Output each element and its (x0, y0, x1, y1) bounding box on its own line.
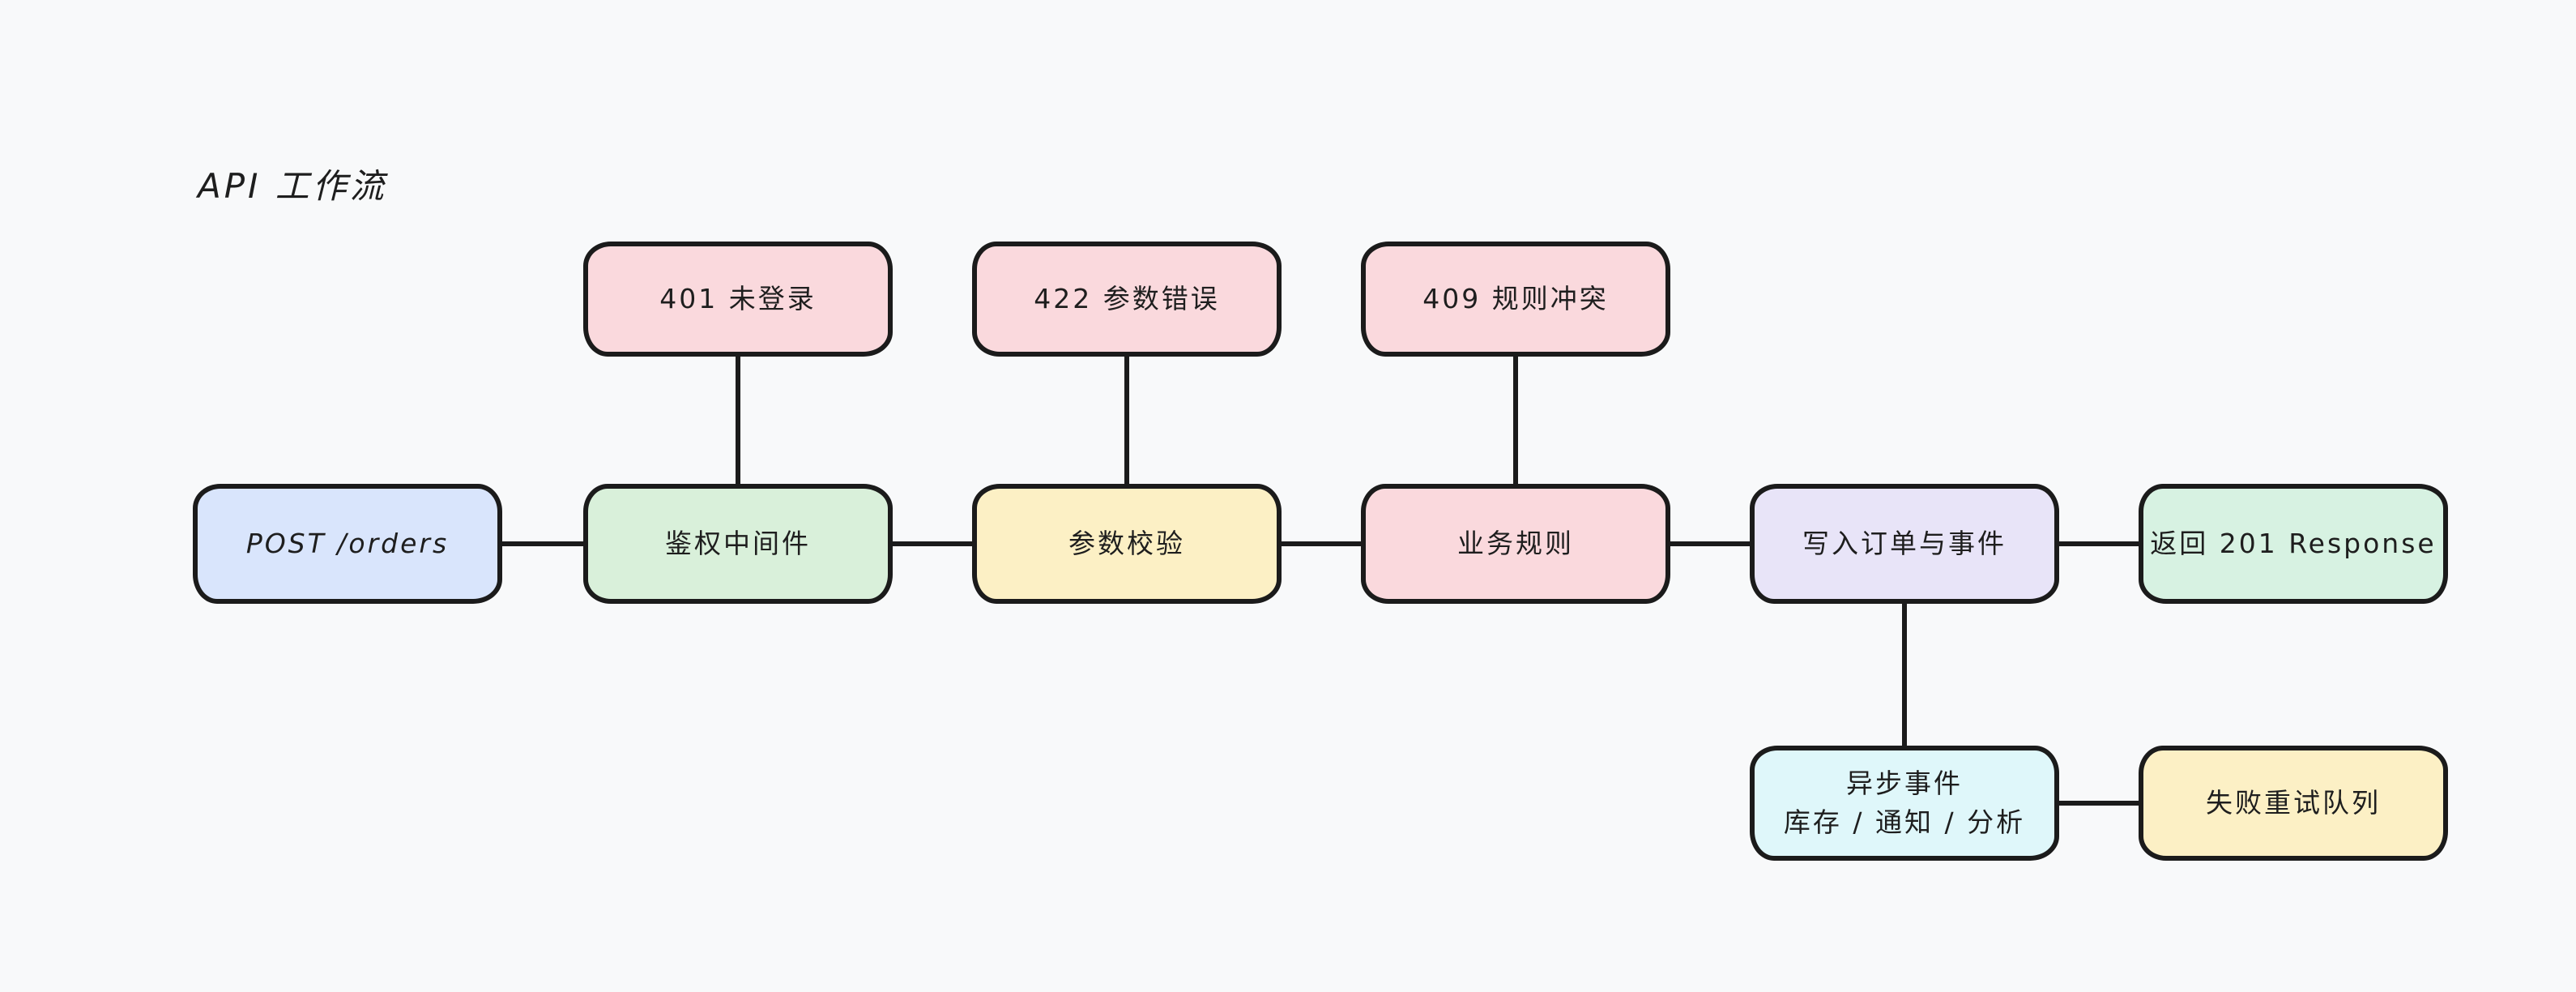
connector-validation-to-422 (1124, 355, 1129, 485)
connector-post-to-auth (501, 541, 585, 546)
connector-auth-to-401 (736, 355, 740, 485)
node-retry-queue-label: 失败重试队列 (2206, 787, 2381, 819)
node-param-validation-label: 参数校验 (1068, 528, 1185, 560)
node-async-events: 异步事件 库存 / 通知 / 分析 (1750, 746, 2059, 861)
node-return-201-response: 返回 201 Response (2139, 484, 2448, 604)
node-error-422: 422 参数错误 (972, 242, 1282, 357)
diagram-title: API 工作流 (198, 166, 387, 206)
node-error-422-label: 422 参数错误 (1034, 283, 1220, 315)
connector-business-to-409 (1513, 355, 1518, 485)
node-async-events-sublabel: 库存 / 通知 / 分析 (1783, 806, 2026, 838)
connector-write-to-async (1902, 602, 1907, 747)
connector-async-to-retry (2058, 801, 2140, 806)
node-async-events-label: 异步事件 (1846, 768, 1963, 800)
node-business-rules: 业务规则 (1361, 484, 1670, 604)
node-error-409: 409 规则冲突 (1361, 242, 1670, 357)
connector-write-to-response (2056, 541, 2140, 546)
node-retry-queue: 失败重试队列 (2139, 746, 2448, 861)
connector-auth-to-validation (889, 541, 974, 546)
node-auth-middleware: 鉴权中间件 (583, 484, 893, 604)
node-post-orders-label: POST /orders (245, 528, 450, 560)
node-error-409-label: 409 规则冲突 (1422, 283, 1609, 315)
connector-business-to-write (1667, 541, 1751, 546)
node-error-401-label: 401 未登录 (659, 283, 817, 315)
node-business-rules-label: 业务规则 (1457, 528, 1574, 560)
node-param-validation: 参数校验 (972, 484, 1282, 604)
node-error-401: 401 未登录 (583, 242, 893, 357)
node-post-orders: POST /orders (193, 484, 502, 604)
node-return-201-response-label: 返回 201 Response (2150, 528, 2437, 560)
connector-validation-to-business (1278, 541, 1363, 546)
node-write-order-events-label: 写入订单与事件 (1802, 528, 2007, 560)
node-write-order-events: 写入订单与事件 (1750, 484, 2059, 604)
node-auth-middleware-label: 鉴权中间件 (665, 528, 811, 560)
